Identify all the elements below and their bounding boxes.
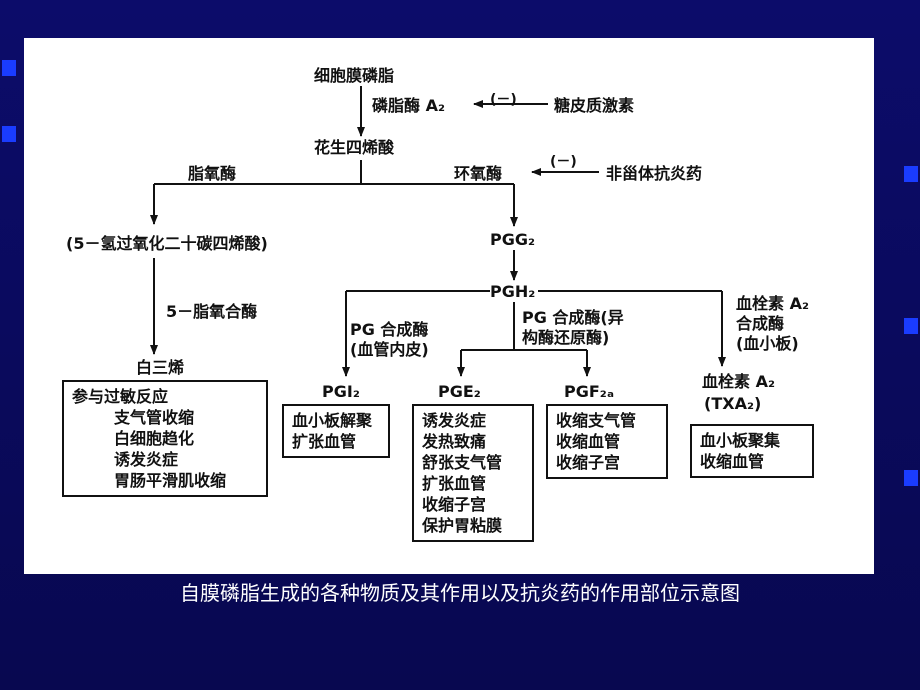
effect-item: 胃肠平滑肌收缩 [114, 471, 227, 490]
node-txa2-synthase-label: 合成酶 [736, 314, 785, 333]
node-leukotriene: 白三烯 [136, 358, 185, 377]
node-pgf2a: PGF₂ₐ [564, 382, 615, 401]
slide-caption: 自膜磷脂生成的各种物质及其作用以及抗炎药的作用部位示意图 [180, 581, 740, 605]
box-leukotriene-effects: 参与过敏反应 支气管收缩 白细胞趋化 诱发炎症 胃肠平滑肌收缩 [62, 380, 268, 497]
effect-item: 扩张血管 [292, 432, 357, 451]
node-txa2-synthase: 血栓素 A₂ [736, 294, 809, 313]
box-pge2-effects: 诱发炎症 发热致痛 舒张支气管 扩张血管 收缩子宫 保护胃粘膜 [412, 404, 534, 542]
box-pgf2a-effects: 收缩支气管 收缩血管 收缩子宫 [546, 404, 668, 479]
decorative-square [904, 166, 918, 182]
effect-item: 诱发炎症 [114, 450, 179, 469]
decorative-square [904, 318, 918, 334]
node-arachidonic-acid: 花生四烯酸 [314, 138, 395, 157]
box-txa2-effects: 血小板聚集 收缩血管 [690, 424, 814, 478]
node-5-hpete: (5－氢过氧化二十碳四烯酸) [66, 234, 268, 253]
inhibition-sign-glucocorticoid: (－) [490, 92, 517, 108]
node-phospholipase-a2: 磷脂酶 A₂ [372, 96, 445, 115]
effect-item: 收缩子宫 [422, 495, 487, 514]
node-pgh2: PGH₂ [490, 282, 536, 301]
effect-item: 收缩支气管 [556, 411, 637, 430]
node-txa2: 血栓素 A₂ [702, 372, 775, 391]
node-membrane-phospholipid: 细胞膜磷脂 [314, 66, 395, 85]
effect-item: 血小板聚集 [700, 431, 781, 450]
effect-item: 收缩血管 [556, 432, 621, 451]
node-pg-synthase-isomerase: PG 合成酶(异 [522, 308, 624, 327]
box-pgi2-effects: 血小板解聚 扩张血管 [282, 404, 390, 458]
effect-item: 舒张支气管 [422, 453, 503, 472]
node-5-lipoxygenase: 5－脂氧合酶 [166, 302, 258, 321]
effect-item: 参与过敏反应 [72, 387, 169, 406]
effect-item: 收缩血管 [700, 452, 765, 471]
effect-item: 血小板解聚 [292, 411, 373, 430]
node-pg-synthase-endothelium: PG 合成酶 [350, 320, 429, 339]
node-glucocorticoid: 糖皮质激素 [554, 96, 635, 115]
node-pg-synthase-isomerase-note: 构酶还原酶) [522, 328, 610, 347]
diagram-panel: 细胞膜磷脂 磷脂酶 A₂ (－) 糖皮质激素 花生四烯酸 脂氧酶 环氧酶 (－)… [24, 38, 874, 574]
effect-item: 扩张血管 [422, 474, 487, 493]
effect-item: 收缩子宫 [556, 453, 621, 472]
decorative-square [2, 60, 16, 76]
decorative-square [2, 126, 16, 142]
node-lipoxygenase: 脂氧酶 [188, 164, 237, 183]
effect-item: 发热致痛 [422, 432, 487, 451]
node-pge2: PGE₂ [438, 382, 481, 401]
decorative-square [904, 470, 918, 486]
effect-item: 诱发炎症 [422, 411, 487, 430]
node-pgg2: PGG₂ [490, 230, 535, 249]
inhibition-sign-nsaid: (－) [550, 154, 577, 170]
node-nsaid: 非甾体抗炎药 [606, 164, 703, 183]
node-cyclooxygenase: 环氧酶 [454, 164, 503, 183]
node-pgi2: PGI₂ [322, 382, 360, 401]
effect-item: 保护胃粘膜 [422, 516, 503, 535]
node-txa2-abbr: (TXA₂) [704, 394, 762, 413]
node-pg-synthase-endothelium-note: (血管内皮) [350, 340, 429, 359]
connector-lines [150, 86, 726, 377]
effect-item: 支气管收缩 [114, 408, 195, 427]
effect-item: 白细胞趋化 [114, 429, 195, 448]
node-txa2-synthase-platelet: (血小板) [736, 334, 799, 353]
